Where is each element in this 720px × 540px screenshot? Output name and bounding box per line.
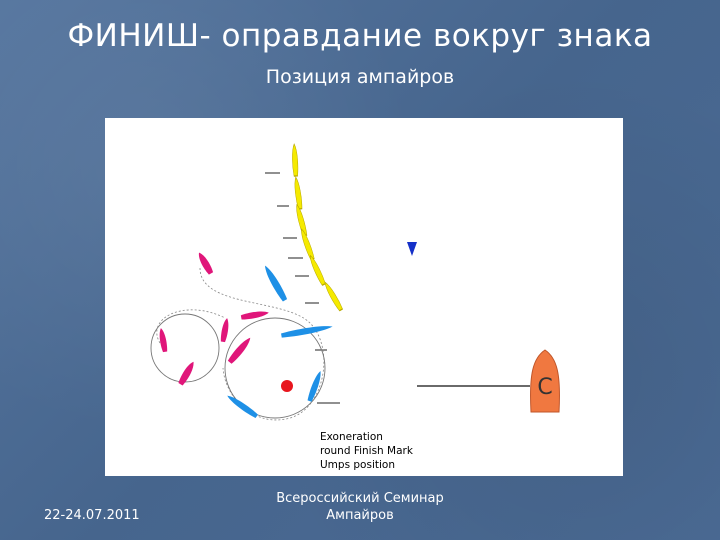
umpire-marker-icon: [407, 242, 417, 256]
yellow-boat: [292, 144, 299, 176]
committee-boat-label: C: [537, 375, 552, 400]
legend: Exoneration round Finish Mark Umps posit…: [320, 430, 413, 472]
rounding-arc: [156, 309, 226, 344]
magenta-boat: [227, 335, 253, 365]
diagram-panel: C Exoneration round Finish Mark Umps pos…: [105, 118, 623, 476]
footer-line: Всероссийский Семинар: [276, 491, 444, 506]
finish-mark: [281, 380, 293, 392]
magenta-boat: [157, 327, 169, 353]
legend-line: Exoneration: [320, 431, 383, 443]
rounding-arcs: [156, 267, 325, 421]
footer-date: 22-24.07.2011: [44, 508, 140, 523]
exoneration-circle: [224, 317, 326, 419]
committee-boat: [530, 349, 560, 413]
yellow-boat: [308, 254, 326, 285]
slide-subtitle: Позиция ампайров: [265, 66, 455, 88]
blue-boat: [225, 393, 259, 419]
footer-center: Всероссийский Семинар Ампайров: [250, 490, 470, 524]
yellow-boat: [299, 228, 315, 260]
blue-boat: [261, 263, 289, 303]
magenta-boat: [219, 317, 231, 343]
slide-title: ФИНИШ- оправдание вокруг знака: [67, 18, 653, 54]
yellow-boat: [293, 177, 303, 209]
diagram-svg: C: [150, 118, 560, 421]
yellow-boat: [323, 281, 344, 311]
track-dashes: [265, 172, 340, 404]
legend-line: Umps position: [320, 459, 395, 471]
yellow-boats: [292, 144, 344, 311]
legend-line: round Finish Mark: [320, 445, 413, 457]
blue-boat: [280, 323, 334, 339]
footer-line: Ампайров: [326, 508, 394, 523]
rounding-arc: [199, 267, 325, 421]
magenta-boat: [195, 250, 215, 276]
